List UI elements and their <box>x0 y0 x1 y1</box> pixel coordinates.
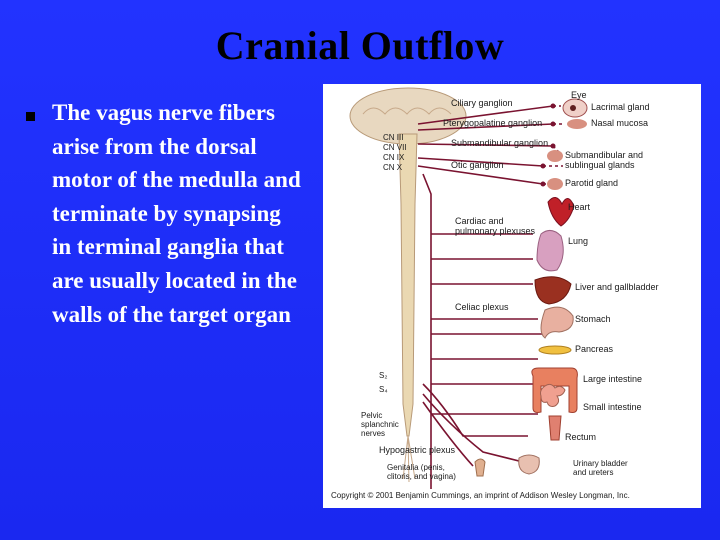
label-copyright: Copyright © 2001 Benjamin Cummings, an i… <box>331 491 630 500</box>
lung-shape <box>536 230 564 272</box>
brain-folds <box>362 107 452 115</box>
label-submandibular-ganglion: Submandibular ganglion <box>451 138 548 148</box>
rectum-shape <box>548 415 562 441</box>
label-large-intestine: Large intestine <box>583 374 642 384</box>
label-nasal: Nasal mucosa <box>591 118 648 128</box>
label-lung: Lung <box>568 236 588 246</box>
diagram-svg: Eye Ciliary ganglion Lacrimal gland Pter… <box>331 87 659 500</box>
label-cardiac-2: pulmonary plexuses <box>455 226 536 236</box>
ganglia-dots <box>540 103 556 187</box>
label-genitalia-1: Genitalia (penis, <box>387 463 445 472</box>
label-urinary-2: and ureters <box>573 468 613 477</box>
label-pelvic-2: splanchnic <box>361 420 399 429</box>
label-pelvic-3: nerves <box>361 429 385 438</box>
pancreas-shape <box>538 345 572 355</box>
autonomic-diagram: Eye Ciliary ganglion Lacrimal gland Pter… <box>323 84 701 508</box>
label-s4: S₄ <box>379 385 388 394</box>
bladder-shape <box>518 454 540 475</box>
label-cardiac-1: Cardiac and <box>455 216 504 226</box>
stomach-shape <box>540 306 574 339</box>
cauda-equina <box>402 435 416 483</box>
label-cn9: CN IX <box>383 153 405 162</box>
label-parotid: Parotid gland <box>565 178 618 188</box>
small-intestine-shape <box>540 383 566 407</box>
label-pterygo: Pterygopalatine ganglion <box>443 118 542 128</box>
parotid-shape <box>547 178 563 190</box>
label-lacrimal: Lacrimal gland <box>591 102 650 112</box>
label-cn7: CN VII <box>383 143 407 152</box>
label-cn3: CN III <box>383 133 403 142</box>
label-heart: Heart <box>568 202 591 212</box>
spinal-cord <box>398 133 418 437</box>
genitalia-shape <box>474 458 486 477</box>
lacrimal-shape <box>567 119 587 129</box>
label-urinary-1: Urinary bladder <box>573 459 628 468</box>
liver-shape <box>534 276 572 305</box>
heart-shape <box>547 197 575 227</box>
slide-title: Cranial Outflow <box>215 23 505 68</box>
label-celiac: Celiac plexus <box>455 302 509 312</box>
label-s2: S₂ <box>379 371 387 380</box>
label-genitalia-2: clitoris, and vagina) <box>387 472 456 481</box>
label-cn10: CN X <box>383 163 403 172</box>
label-otic: Otic ganglion <box>451 160 504 170</box>
eye-pupil <box>570 105 576 111</box>
label-submandibular-glands-2: sublingual glands <box>565 160 635 170</box>
nerve-lines <box>417 105 554 489</box>
large-intestine-shape <box>531 367 578 413</box>
label-eye: Eye <box>571 90 587 100</box>
bullet-marker <box>26 112 35 121</box>
submandibular-shape <box>547 150 563 162</box>
label-liver: Liver and gallbladder <box>575 282 659 292</box>
label-submandibular-glands-1: Submandibular and <box>565 150 643 160</box>
label-hypogastric: Hypogastric plexus <box>379 445 456 455</box>
bullet-text: The vagus nerve fibers arise from the do… <box>52 100 301 327</box>
label-small-intestine: Small intestine <box>583 402 642 412</box>
label-ciliary: Ciliary ganglion <box>451 98 513 108</box>
label-pancreas: Pancreas <box>575 344 614 354</box>
label-rectum: Rectum <box>565 432 596 442</box>
label-stomach: Stomach <box>575 314 611 324</box>
label-pelvic-1: Pelvic <box>361 411 382 420</box>
